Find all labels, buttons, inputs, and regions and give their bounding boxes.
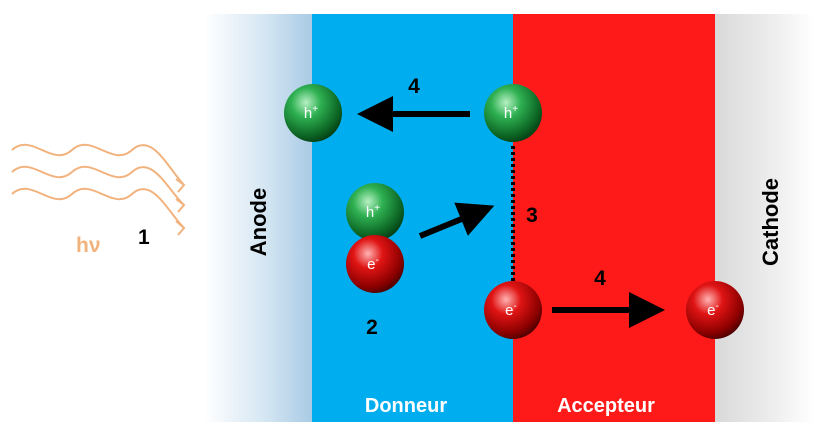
anode-label: Anode: [246, 188, 271, 256]
exciton-diffusion-arrow: [418, 202, 495, 239]
acceptor-label: Accepteur: [557, 395, 655, 417]
step-2-label: 2: [366, 316, 378, 339]
hole-at-interface: h+: [484, 84, 542, 142]
acceptor-region: [513, 14, 715, 422]
particle-symbol: h: [504, 105, 512, 122]
particle-charge: -: [514, 301, 517, 312]
step-3-label: 3: [526, 204, 538, 227]
svg-text:e-: e-: [505, 301, 517, 319]
anode-region: [204, 14, 312, 422]
particle-symbol: e: [505, 302, 513, 319]
photon-label: hν: [76, 234, 101, 257]
electron-at-cathode: e-: [686, 281, 744, 339]
step-1-label: 1: [138, 226, 150, 249]
particle-symbol: h: [366, 204, 374, 221]
step-4-hole-label: 4: [408, 75, 420, 98]
electron-at-interface: e-: [484, 281, 542, 339]
exciton-hole: h+: [346, 183, 404, 241]
particle-symbol: e: [707, 302, 715, 319]
particle-charge: +: [374, 203, 380, 214]
step-4-electron-label: 4: [594, 267, 606, 290]
cathode-label: Cathode: [758, 178, 783, 266]
cathode-region: [715, 14, 814, 422]
svg-text:e-: e-: [367, 255, 379, 273]
particle-symbol: e: [367, 256, 375, 273]
particle-charge: -: [716, 301, 719, 312]
donor-label: Donneur: [365, 395, 447, 417]
particle-charge: -: [376, 255, 379, 266]
svg-text:h+: h+: [504, 104, 518, 122]
svg-text:e-: e-: [707, 301, 719, 319]
svg-text:h+: h+: [304, 104, 318, 122]
light-waves-icon: [11, 143, 186, 236]
svg-text:h+: h+: [366, 203, 380, 221]
hole-at-anode: h+: [284, 84, 342, 142]
particle-charge: +: [312, 104, 318, 115]
particle-charge: +: [512, 104, 518, 115]
exciton-electron: e-: [346, 235, 404, 293]
particle-symbol: h: [304, 105, 312, 122]
